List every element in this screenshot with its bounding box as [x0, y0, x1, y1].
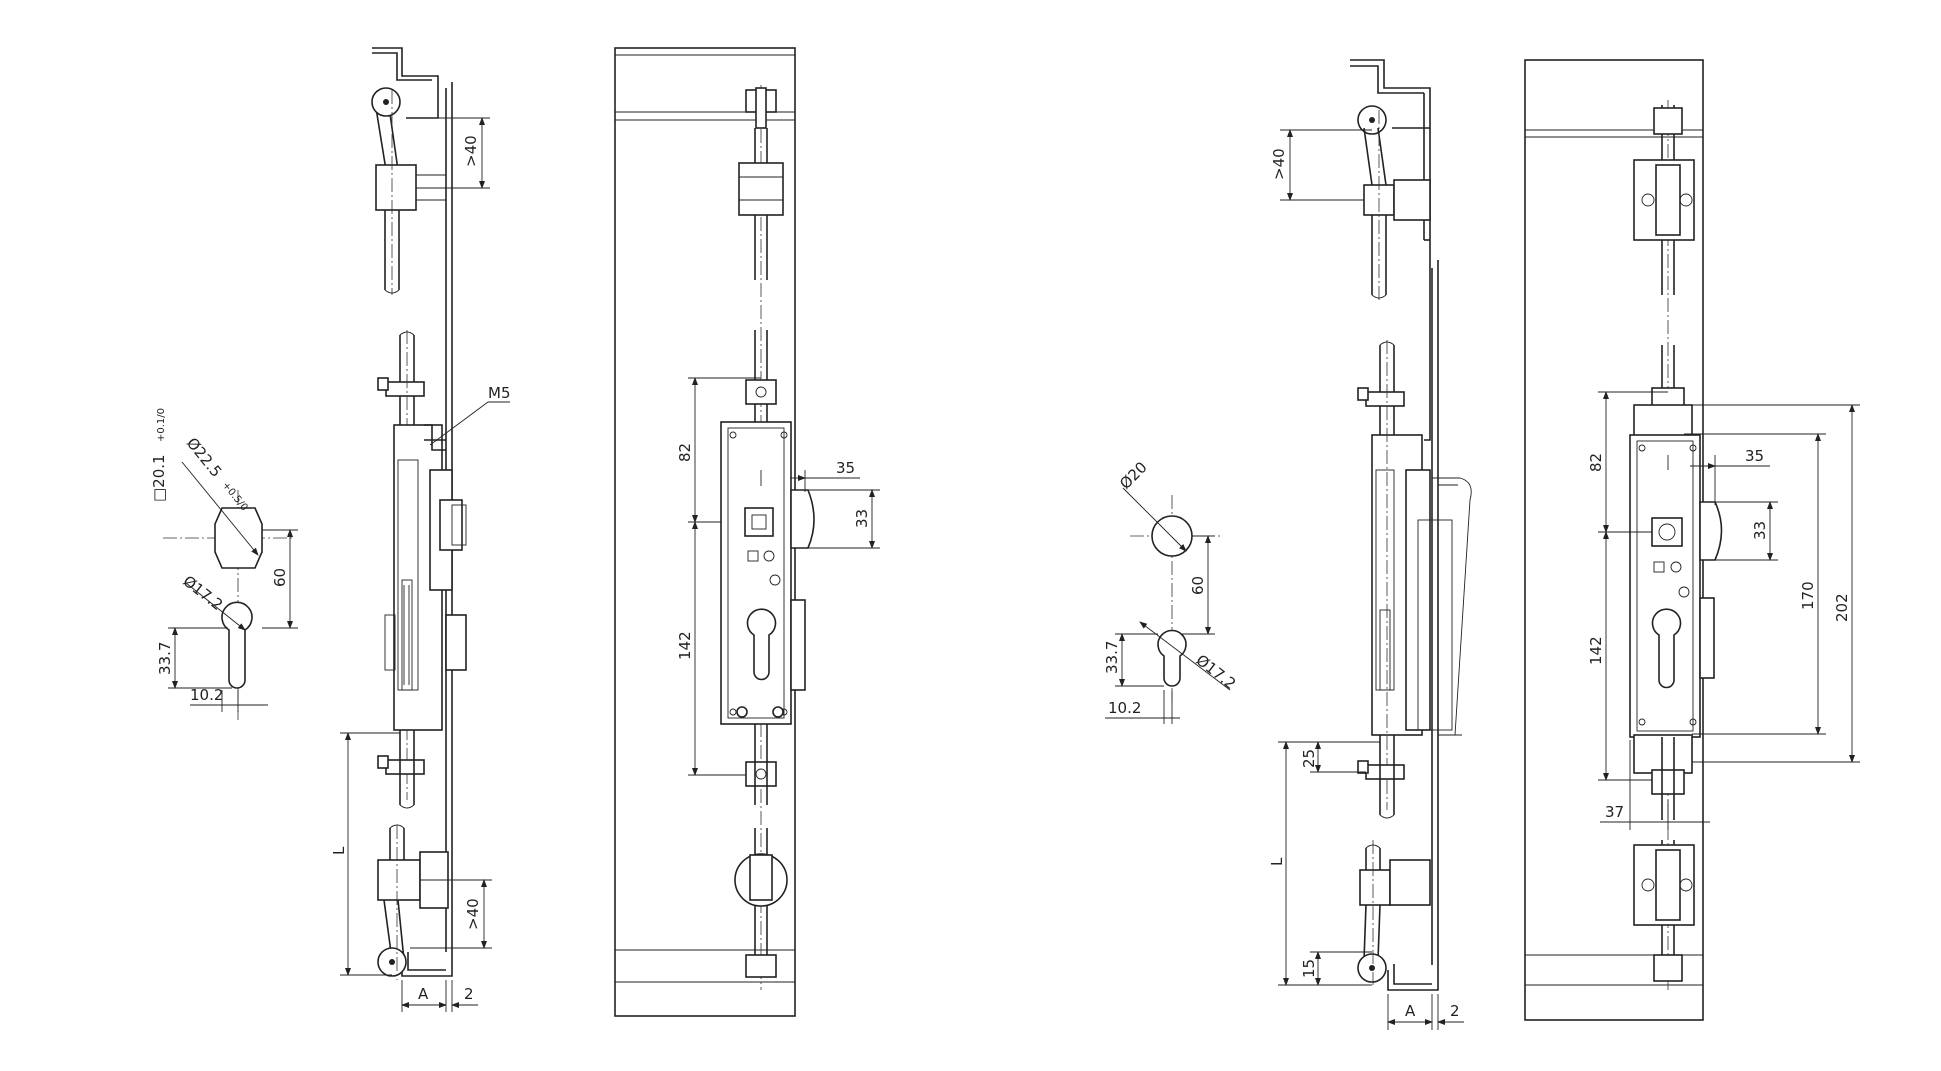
bottom-guide-block [377, 859, 421, 901]
f2-dim-142: 142 [1587, 636, 1605, 665]
l1-dim-dia225: Ø22.5 [183, 434, 225, 480]
l1-dim-gt40-bottom: >40 [464, 898, 482, 930]
f2-dim-170: 170 [1799, 581, 1817, 610]
r1-dim-337: 33.7 [1103, 641, 1121, 674]
f2-dim-82: 82 [1587, 453, 1605, 472]
left-front-view: 82 142 35 33 [614, 47, 880, 1017]
r1-dim-gt40: >40 [1270, 148, 1288, 180]
f2-dim-37: 37 [1605, 803, 1624, 821]
latch-bolt-2 [1699, 501, 1723, 561]
top-guide-front [738, 162, 784, 216]
right-side-view: >40 L [1268, 59, 1472, 1030]
right-cutout-detail: Ø20 Ø17.2 60 33.7 10.2 [1103, 458, 1239, 724]
f2-dim-35: 35 [1745, 447, 1764, 465]
r1-dim-L: L [1268, 857, 1286, 866]
l1-dim-102: 10.2 [190, 686, 223, 704]
r1-dim-25: 25 [1300, 749, 1318, 768]
right-front-view: 82 142 35 33 170 202 37 [1524, 59, 1860, 1021]
latch-bolt-1 [790, 489, 815, 549]
spindle-hole-2 [1651, 517, 1683, 547]
r1-dim-60: 60 [1189, 576, 1207, 595]
r1-dim-102: 10.2 [1108, 699, 1141, 717]
round-spindle-cutout [1151, 515, 1193, 557]
l1-dim-square-tol: +0.1/0 [156, 408, 167, 442]
l1-dim-square: □20.1 [150, 454, 168, 502]
spindle-hole-1 [744, 507, 774, 537]
l1-dim-337: 33.7 [156, 642, 174, 675]
f1-dim-33: 33 [853, 509, 871, 528]
f2-dim-202: 202 [1833, 593, 1851, 622]
square-spindle-cutout [214, 507, 263, 569]
r1-dim-dia172: Ø17.2 [1193, 651, 1240, 693]
cylinder-cutout-2 [1157, 629, 1187, 687]
l1-dim-L: L [330, 846, 348, 855]
r1-dim-dia20: Ø20 [1116, 458, 1151, 493]
l1-dim-gt40-top: >40 [462, 135, 480, 167]
left-cutout-detail: Ø22.5 +0.5/0 □20.1 +0.1/0 Ø17.2 60 33.7 … [150, 408, 298, 720]
r1-dim-15: 15 [1300, 959, 1318, 978]
cylinder-hole-2 [1651, 608, 1682, 689]
l1-dim-2: 2 [464, 985, 474, 1003]
left-side-view: >40 M5 [330, 47, 511, 1012]
lock-case-front-2 [1629, 434, 1701, 738]
l1-dim-60: 60 [271, 568, 289, 587]
f1-dim-142: 142 [676, 631, 694, 660]
cylinder-hole-1 [746, 608, 777, 681]
top-guide-block [375, 164, 417, 211]
l1-dim-dia172: Ø17.2 [180, 572, 227, 614]
l1-dim-A: A [418, 985, 429, 1003]
f2-dim-33: 33 [1751, 521, 1769, 540]
f1-dim-35: 35 [836, 459, 855, 477]
r1-dim-2: 2 [1450, 1002, 1460, 1020]
r1-dim-A: A [1405, 1002, 1416, 1020]
f1-dim-82: 82 [676, 443, 694, 462]
lock-case-front-1 [720, 421, 792, 725]
l1-label-m5: M5 [488, 384, 511, 402]
